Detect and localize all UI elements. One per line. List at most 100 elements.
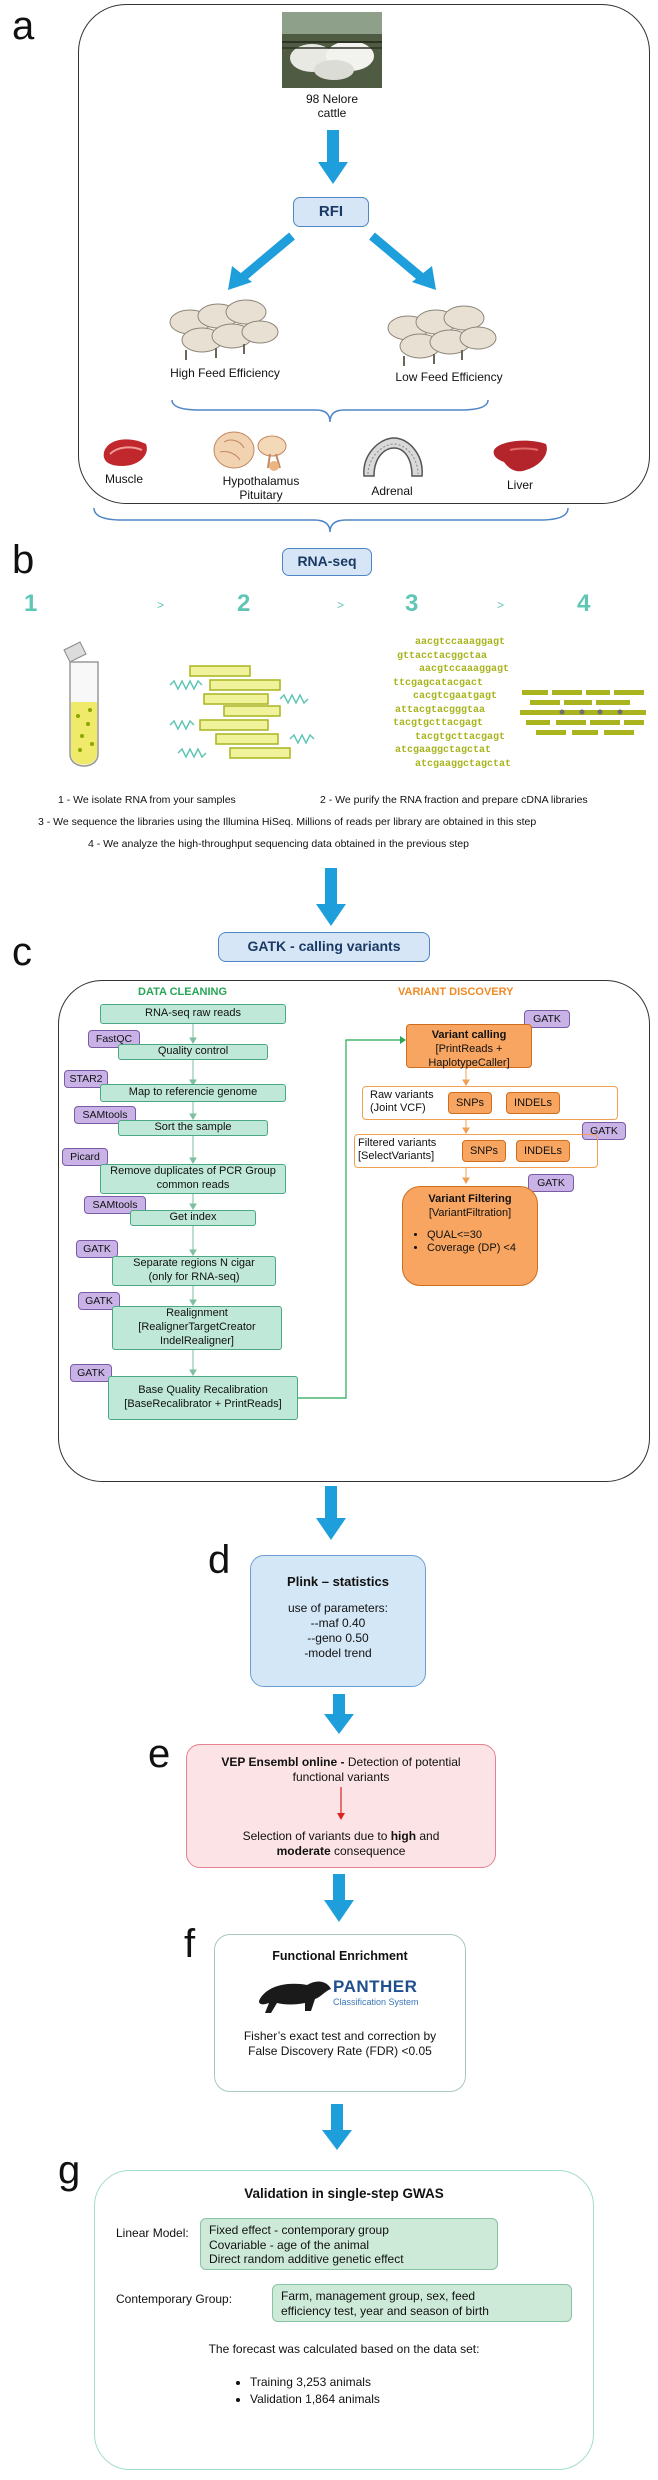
- liver-label: Liver: [506, 478, 533, 492]
- step-number-1: 1: [24, 590, 38, 617]
- variant-filtering-box: Variant Filtering [VariantFiltration] QU…: [402, 1186, 538, 1286]
- arrow-down-icon: [337, 1787, 345, 1820]
- cleaning-flow-connectors: [189, 1024, 470, 1399]
- step-desc-3: 3 - We sequence the libraries using the …: [38, 816, 537, 828]
- raw-variants-group: [362, 1086, 618, 1120]
- base-recalibration-box: Base Quality Recalibration [BaseRecalibr…: [108, 1376, 298, 1420]
- linear-model-item: Fixed effect - contemporary group: [209, 2223, 389, 2237]
- panel-label-g: g: [58, 2148, 81, 2192]
- vep-selection: Selection of variants due to high and mo…: [187, 1829, 495, 1859]
- step-number-2: 2: [237, 590, 251, 617]
- arrow-down-icon: [324, 1874, 354, 1922]
- raw-snps-badge: SNPs: [448, 1092, 492, 1114]
- gatk-badge: GATK - calling variants: [218, 932, 430, 962]
- filtered-variants-group: [354, 1134, 598, 1168]
- tool-badge-gatk: GATK: [70, 1364, 112, 1382]
- linear-model-label: Linear Model:: [116, 2226, 189, 2240]
- tool-badge-samtools: SAMtools: [74, 1106, 136, 1124]
- tool-badge-picard: Picard: [62, 1148, 108, 1166]
- sequence-read: attacgtacgggtaa: [395, 704, 486, 716]
- vep-title-bold: VEP Ensembl online -: [221, 1755, 348, 1769]
- vep-box: VEP Ensembl online - Detection of potent…: [186, 1744, 496, 1868]
- variant-calling-title: Variant calling: [431, 1029, 507, 1041]
- functional-enrichment-box: Functional Enrichment PANTHER Classifica…: [214, 1934, 466, 2092]
- filtered-indels-badge: INDELs: [516, 1140, 570, 1162]
- plink-param: --maf 0.40: [310, 1616, 366, 1630]
- sequence-read: tacgtgcttacgagt: [415, 731, 506, 743]
- filter-criterion: QUAL<=30: [427, 1229, 529, 1243]
- raw-reads-box: RNA-seq raw reads: [100, 1004, 286, 1024]
- validation-set-item: Validation 1,864 animals: [250, 2391, 380, 2408]
- sequence-reads: aacgtccaaaggagt gttacctacggctaa aacgtcca…: [393, 636, 511, 771]
- alignment-icon: [520, 690, 646, 735]
- step-caret-2: >: [337, 598, 345, 612]
- hypothalamus-pituitary-label: Hypothalamus Pituitary: [206, 474, 316, 503]
- vep-sel-moderate: moderate: [276, 1844, 331, 1858]
- plink-param: -model trend: [304, 1646, 372, 1660]
- panel-label-f: f: [184, 1922, 196, 1966]
- brain-icon: [213, 431, 287, 471]
- panel-label-c: c: [12, 930, 32, 974]
- sequence-read: aacgtccaaaggagt: [415, 637, 506, 648]
- quality-control-box: Quality control: [118, 1044, 268, 1060]
- arrow-down-icon: [324, 1694, 354, 1734]
- contemporary-group-text: efficiency test, year and season of birt…: [281, 2303, 489, 2318]
- vep-title-rest: Detection of potential functional varian…: [292, 1755, 461, 1784]
- adrenal-icon: [363, 437, 423, 477]
- get-index-box: Get index: [130, 1210, 256, 1226]
- split-ncigar-box: Separate regions N cigar (only for RNA-s…: [112, 1256, 276, 1286]
- arrow-diagonal-left-icon: [228, 232, 295, 290]
- step-desc-1: 1 - We isolate RNA from your samples: [58, 794, 236, 806]
- training-set-item: Training 3,253 animals: [250, 2374, 380, 2391]
- panel-a-frame: [78, 4, 650, 504]
- tool-badge-star2: STAR2: [64, 1070, 108, 1088]
- plink-box: Plink – statistics use of parameters: --…: [250, 1555, 426, 1687]
- panel-label-d: d: [208, 1538, 231, 1582]
- contemporary-group-box: Farm, management group, sex, feed effici…: [272, 2284, 572, 2322]
- contemporary-group-label: Contemporary Group:: [116, 2292, 233, 2306]
- arrow-down-icon: [322, 2104, 352, 2150]
- variant-filtering-text: [VariantFiltration]: [428, 1206, 512, 1219]
- tool-badge-gatk: GATK: [582, 1122, 626, 1140]
- step-desc-4: 4 - We analyze the high-throughput seque…: [88, 838, 469, 850]
- sequence-read: ttcgagcatacgact: [393, 677, 484, 689]
- cattle-label-line1: 98 Nelore: [305, 92, 359, 106]
- sequence-read: aacgtccaaaggagt: [419, 664, 510, 675]
- panel-label-a: a: [12, 4, 35, 48]
- sequence-read: atcgaaggctagctat: [395, 745, 492, 756]
- linear-model-box: Fixed effect - contemporary group Covari…: [200, 2218, 498, 2270]
- group-brace: [171, 399, 489, 423]
- low-efficiency-herd-icon: [387, 305, 497, 366]
- variant-filtering-title: Variant Filtering: [428, 1193, 512, 1205]
- validation-title: Validation in single-step GWAS: [244, 2186, 444, 2201]
- filtered-snps-badge: SNPs: [462, 1140, 506, 1162]
- panel-label-b: b: [12, 538, 35, 582]
- vep-sel-high: high: [390, 1829, 417, 1843]
- low-feed-efficiency-label: Low Feed Efficiency: [395, 370, 503, 384]
- tissue-brace: [93, 507, 569, 533]
- sequence-read: cacgtcgaatgagt: [413, 691, 498, 702]
- pituitary-label: Pituitary: [239, 488, 283, 503]
- plink-param: --geno 0.50: [307, 1631, 369, 1645]
- fisher-test-text: Fisher’s exact test and correction by: [243, 2029, 437, 2043]
- rfi-badge: RFI: [293, 197, 369, 227]
- tool-badge-gatk: GATK: [528, 1174, 574, 1192]
- arrow-down-icon: [318, 130, 348, 184]
- adrenal-label: Adrenal: [371, 484, 413, 498]
- high-feed-efficiency-label: High Feed Efficiency: [170, 366, 280, 380]
- muscle-icon: [103, 439, 147, 466]
- panther-icon: [259, 1981, 331, 2013]
- raw-indels-badge: INDELs: [506, 1092, 560, 1114]
- cdna-library-icon: [169, 665, 315, 759]
- sequence-read: gttacctacggctaa: [397, 650, 488, 662]
- vep-title: VEP Ensembl online - Detection of potent…: [187, 1755, 495, 1785]
- panther-logo-text: PANTHER: [333, 1977, 418, 1996]
- functional-enrichment-title: Functional Enrichment: [272, 1949, 408, 1963]
- filter-criterion: Coverage (DP) <4: [427, 1242, 529, 1256]
- high-efficiency-herd-icon: [169, 299, 279, 360]
- muscle-label: Muscle: [104, 472, 143, 486]
- remove-duplicates-box: Remove duplicates of PCR Group common re…: [100, 1164, 286, 1194]
- step-number-4: 4: [577, 590, 591, 617]
- tool-badge-gatk: GATK: [78, 1292, 120, 1310]
- validation-box: [94, 2170, 594, 2470]
